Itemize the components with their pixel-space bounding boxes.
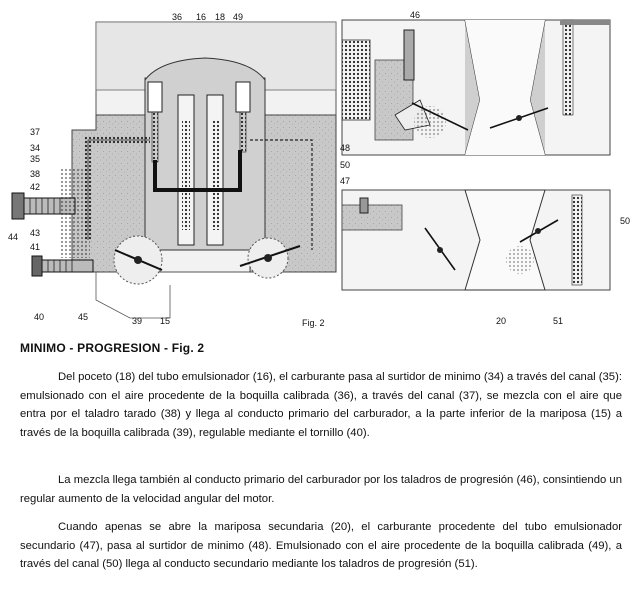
carburetor-diagram: 36 16 18 49 46 37 34 35 38 42 43 44 41 4… [8, 10, 630, 328]
label-45: 45 [78, 312, 88, 322]
section-heading: MINIMO - PROGRESION - Fig. 2 [20, 341, 205, 355]
label-39: 39 [132, 316, 142, 326]
label-34: 34 [30, 143, 40, 153]
label-47: 47 [340, 176, 350, 186]
paragraph-3: Cuando apenas se abre la mariposa secund… [20, 521, 622, 571]
label-15: 15 [160, 316, 170, 326]
label-40: 40 [34, 312, 44, 322]
label-35: 35 [30, 154, 40, 164]
label-50-right: 50 [620, 216, 630, 226]
label-48: 48 [340, 143, 350, 153]
label-49: 49 [233, 12, 243, 22]
label-50: 50 [340, 160, 350, 170]
label-42: 42 [30, 182, 40, 192]
label-18: 18 [215, 12, 225, 22]
label-46: 46 [410, 10, 420, 20]
primary-bore-detail [341, 19, 611, 156]
label-43: 43 [30, 228, 40, 238]
label-38: 38 [30, 169, 40, 179]
label-51: 51 [553, 316, 563, 326]
main-section-view [11, 21, 337, 319]
figure-caption: Fig. 2 [302, 318, 325, 328]
label-44: 44 [8, 232, 18, 242]
paragraph-1: Del poceto (18) del tubo emulsionador (1… [20, 371, 622, 439]
label-41: 41 [30, 242, 40, 252]
paragraph-2: La mezcla llega también al conducto prim… [20, 474, 622, 505]
secondary-bore-detail [341, 189, 611, 291]
label-16: 16 [196, 12, 206, 22]
label-20: 20 [496, 316, 506, 326]
label-37: 37 [30, 127, 40, 137]
callout-labels: 36 16 18 49 46 37 34 35 38 42 43 44 41 4… [8, 10, 630, 328]
label-36: 36 [172, 12, 182, 22]
